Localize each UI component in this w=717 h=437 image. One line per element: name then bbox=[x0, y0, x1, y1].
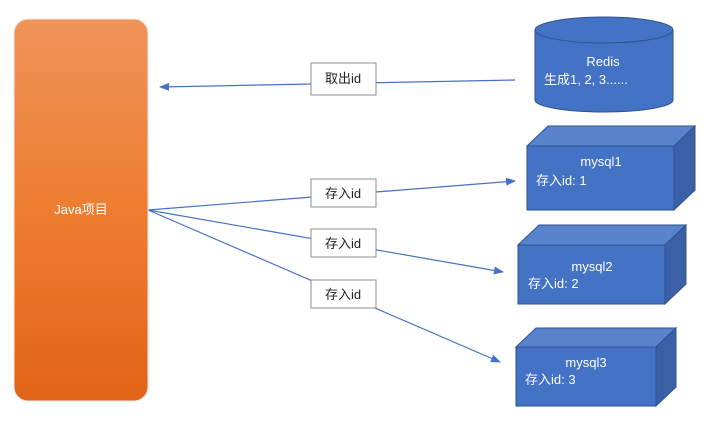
java-project-label: Java项目 bbox=[54, 202, 107, 217]
mysql1-name: mysql1 bbox=[580, 154, 621, 169]
mysql3-name: mysql3 bbox=[565, 355, 606, 370]
redis-title: Redis bbox=[586, 54, 620, 69]
store-id-label-1: 存入id bbox=[310, 178, 377, 208]
mysql1-node: mysql1 存入id: 1 bbox=[525, 124, 697, 212]
java-project-node: Java项目 bbox=[13, 18, 149, 402]
store-id-text-3: 存入id bbox=[325, 287, 361, 302]
fetch-id-label: 取出id bbox=[310, 62, 377, 96]
mysql2-name: mysql2 bbox=[571, 259, 612, 274]
redis-note: 生成1, 2, 3...... bbox=[544, 72, 628, 87]
store-id-label-2: 存入id bbox=[310, 228, 377, 258]
store-id-text-2: 存入id bbox=[325, 236, 361, 251]
redis-node: Redis 生成1, 2, 3...... bbox=[534, 16, 674, 113]
mysql1-note: 存入id: 1 bbox=[536, 173, 587, 188]
mysql2-note: 存入id: 2 bbox=[528, 276, 579, 291]
mysql3-note: 存入id: 3 bbox=[525, 372, 576, 387]
store-id-text-1: 存入id bbox=[325, 186, 361, 201]
mysql3-node: mysql3 存入id: 3 bbox=[514, 326, 678, 408]
mysql2-node: mysql2 存入id: 2 bbox=[516, 223, 688, 306]
fetch-id-text: 取出id bbox=[325, 71, 361, 86]
store-id-label-3: 存入id bbox=[310, 279, 377, 309]
